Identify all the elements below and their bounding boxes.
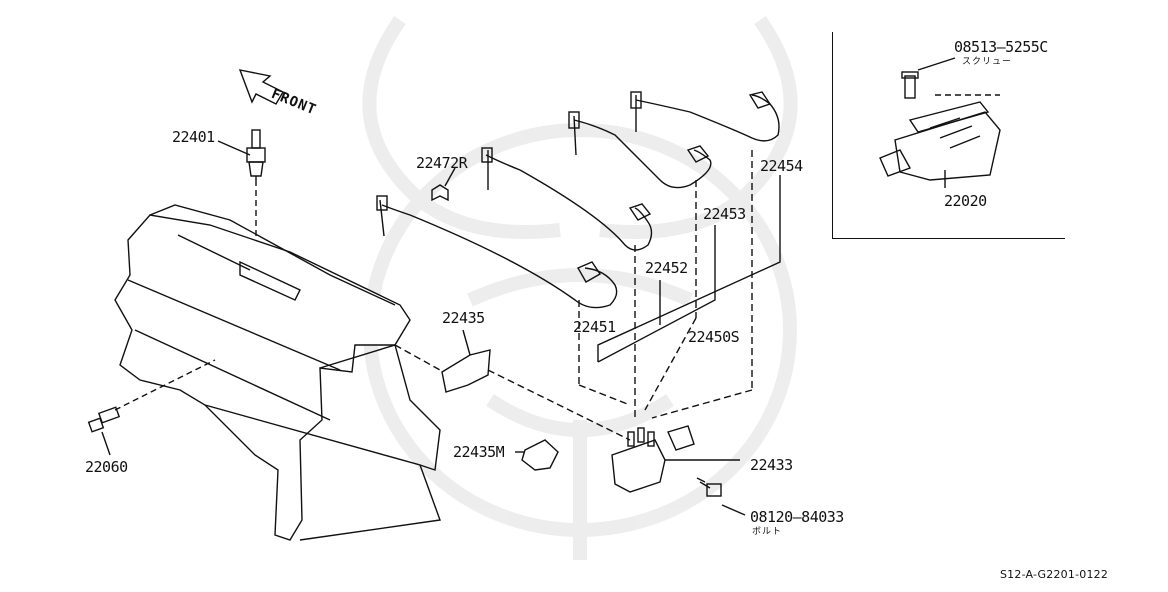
label-wire-set: 22450S	[688, 328, 740, 346]
label-screw-name: スクリュー	[962, 57, 1013, 67]
ignition-module-icon	[879, 71, 1001, 181]
label-wire-2: 22452	[645, 259, 688, 277]
label-bracket-m: 22435M	[453, 443, 505, 461]
label-clip: 22472R	[416, 154, 468, 172]
label-wire-3: 22453	[703, 205, 746, 223]
cylinder-head-icon	[114, 204, 441, 541]
label-bolt-name: ボルト	[752, 527, 783, 537]
label-bracket: 22435	[442, 309, 485, 327]
ignition-coil-icon	[611, 425, 695, 493]
bracket-icon	[441, 349, 491, 393]
label-wire-4: 22454	[760, 157, 803, 175]
inset-frame	[832, 32, 1065, 239]
label-module-part: 22020	[944, 192, 987, 210]
label-screw-part: 08513–5255C	[954, 38, 1048, 56]
label-wire-1: 22451	[573, 318, 616, 336]
watermark-logo	[362, 15, 798, 560]
diagram-code: S12-A-G2201-0122	[1000, 568, 1109, 581]
label-spark-plug: 22401	[172, 128, 215, 146]
bracket-m-icon	[521, 439, 559, 471]
label-bolt-part: 08120–84033	[750, 508, 844, 526]
bolt-icon	[696, 477, 722, 497]
spark-plug-icon	[246, 129, 266, 186]
front-arrow-icon	[238, 69, 284, 105]
label-ignition-coil: 22433	[750, 456, 793, 474]
sensor-icon	[87, 406, 121, 433]
clip-icon	[431, 184, 449, 202]
label-sensor: 22060	[85, 458, 128, 476]
